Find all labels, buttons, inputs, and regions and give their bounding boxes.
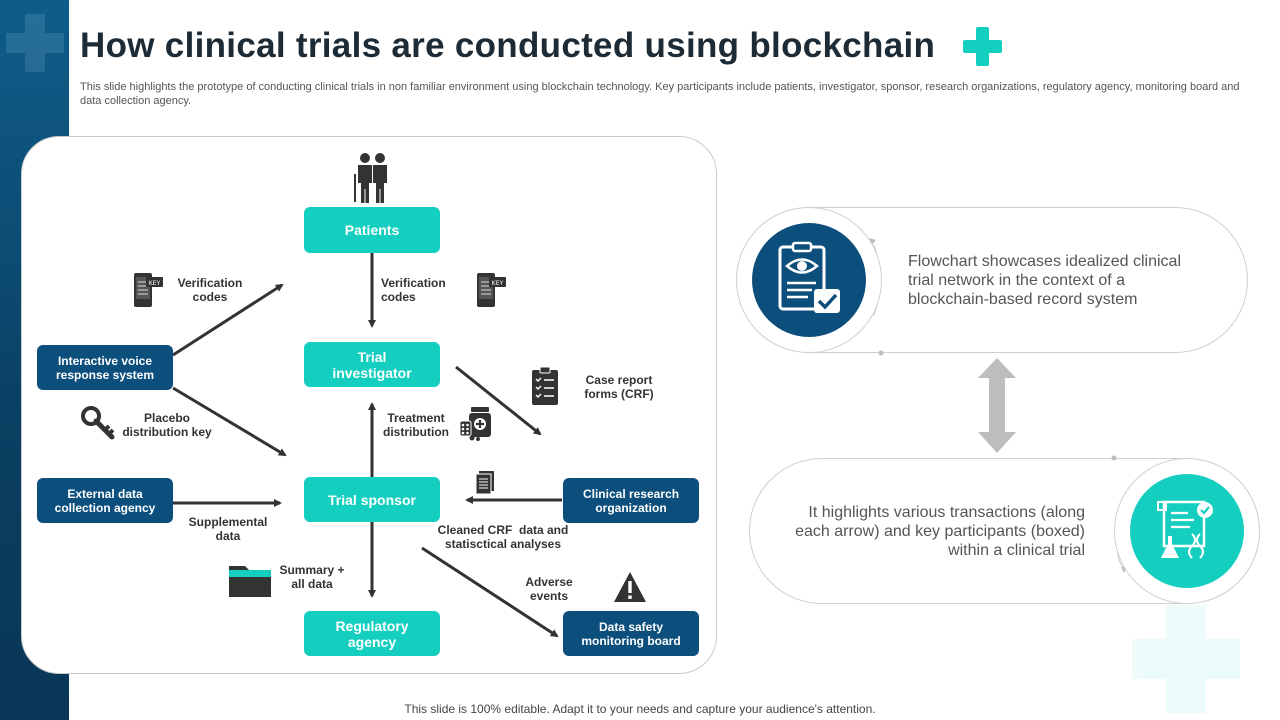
interactive-voice-box: Interactive voice response system bbox=[37, 345, 173, 390]
phone-key-icon: KEY bbox=[134, 273, 163, 307]
folder-icon bbox=[229, 566, 271, 597]
note-bottom-text: It highlights various transactions (alon… bbox=[795, 504, 1085, 559]
data-safety-box: Data safety monitoring board bbox=[563, 611, 699, 656]
summary-data-label: Summary + all data bbox=[279, 563, 345, 591]
verification-codes-label-2: Verification codes bbox=[381, 276, 446, 304]
people-icon bbox=[354, 153, 387, 203]
external-data-box: External data collection agency bbox=[37, 478, 173, 523]
svg-text:KEY: KEY bbox=[492, 280, 504, 287]
phone-key-icon: KEY bbox=[477, 273, 506, 307]
medical-cross-icon bbox=[6, 14, 64, 72]
placebo-key-label: Placebo distribution key bbox=[122, 411, 212, 439]
supplemental-data-label: Supplemental data bbox=[188, 515, 268, 543]
medical-cross-icon bbox=[963, 27, 1002, 66]
verification-codes-label: Verification codes bbox=[177, 276, 243, 304]
clipboard-eye-icon bbox=[778, 241, 840, 313]
trial-sponsor-box: Trial sponsor bbox=[304, 477, 440, 522]
clinical-research-box: Clinical research organization bbox=[563, 478, 699, 523]
lab-report-icon bbox=[1157, 500, 1213, 559]
double-arrow-icon bbox=[978, 358, 1016, 453]
cleaned-crf-label: Cleaned CRF data and statisctical analys… bbox=[437, 523, 569, 551]
note-top-text: Flowchart showcases idealized clinical t… bbox=[908, 253, 1182, 308]
footer-note: This slide is 100% editable. Adapt it to… bbox=[404, 702, 876, 716]
patients-box: Patients bbox=[304, 207, 440, 253]
trial-investigator-box: Trial investigator bbox=[304, 342, 440, 387]
background-cross-icon bbox=[1132, 605, 1240, 713]
case-report-label: Case report forms (CRF) bbox=[584, 373, 654, 401]
adverse-events-label: Adverse events bbox=[525, 575, 573, 603]
note-bottom-badge bbox=[1130, 474, 1244, 588]
clipboard-checklist-icon bbox=[532, 366, 558, 405]
key-icon bbox=[81, 406, 115, 440]
document-icon bbox=[475, 471, 494, 495]
regulatory-agency-box: Regulatory agency bbox=[304, 611, 440, 656]
svg-text:KEY: KEY bbox=[149, 280, 161, 287]
page-subtitle: This slide highlights the prototype of c… bbox=[80, 81, 1240, 107]
treatment-distribution-label: Treatment distribution bbox=[383, 411, 449, 439]
warning-icon bbox=[614, 572, 646, 602]
medicine-icon bbox=[459, 407, 491, 441]
page-title: How clinical trials are conducted using … bbox=[80, 26, 936, 65]
